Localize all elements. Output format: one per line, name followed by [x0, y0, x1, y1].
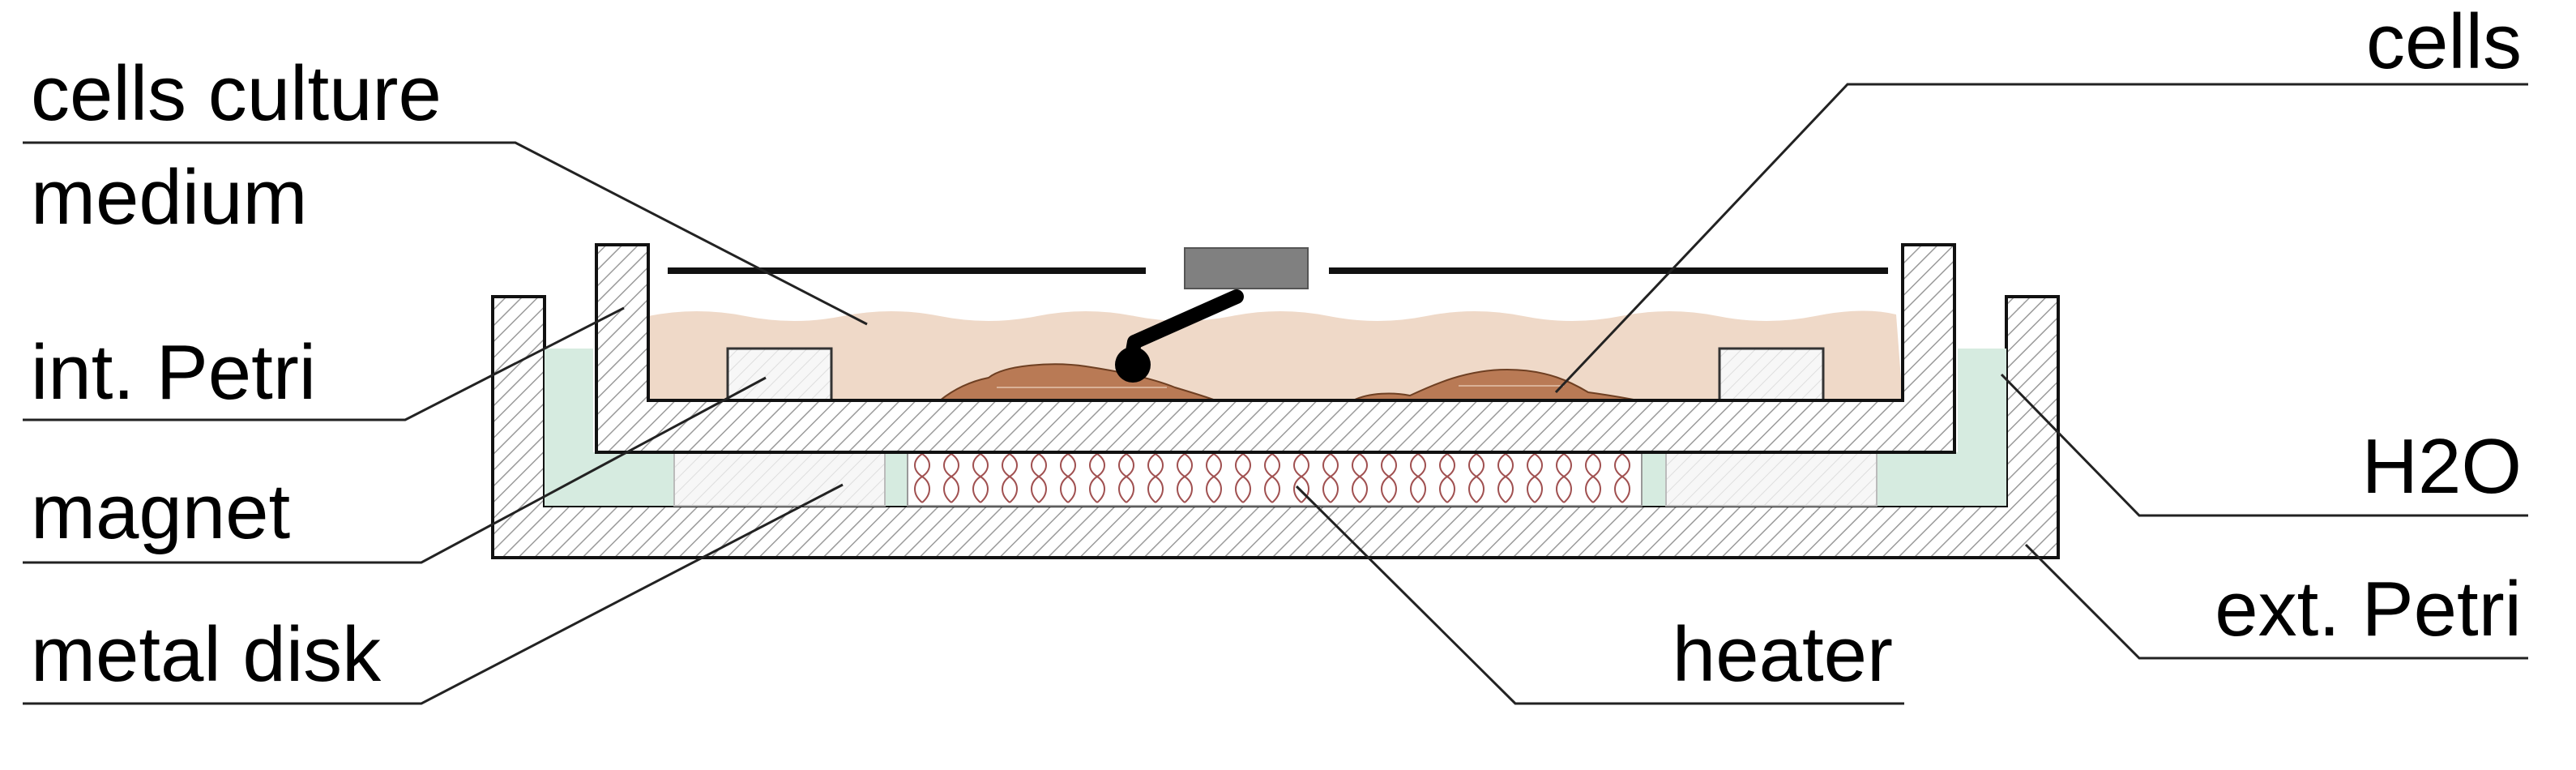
label-medium: medium: [31, 154, 307, 241]
water-region: [545, 349, 2006, 506]
label-metal-disk: metal disk: [31, 611, 382, 698]
int-petri-dish: [595, 243, 1956, 454]
label-magnet: magnet: [31, 468, 290, 555]
label-ext-petri: ext. Petri: [2215, 566, 2522, 652]
metal-disk: [673, 451, 1878, 507]
culture-medium: [648, 310, 1903, 400]
labels: cells culture medium int. Petri magnet m…: [31, 0, 2522, 698]
cells: [938, 363, 1639, 401]
leader-lines: [23, 83, 2528, 705]
label-int-petri: int. Petri: [31, 329, 316, 416]
probe-assembly: [668, 247, 1888, 383]
magnet: [726, 347, 1825, 402]
label-cells-culture: cells culture: [31, 50, 442, 137]
label-heater: heater: [1672, 611, 1893, 698]
label-cells: cells: [2366, 0, 2522, 85]
heater-coil: [907, 451, 1643, 507]
label-h2o: H2O: [2362, 423, 2522, 510]
